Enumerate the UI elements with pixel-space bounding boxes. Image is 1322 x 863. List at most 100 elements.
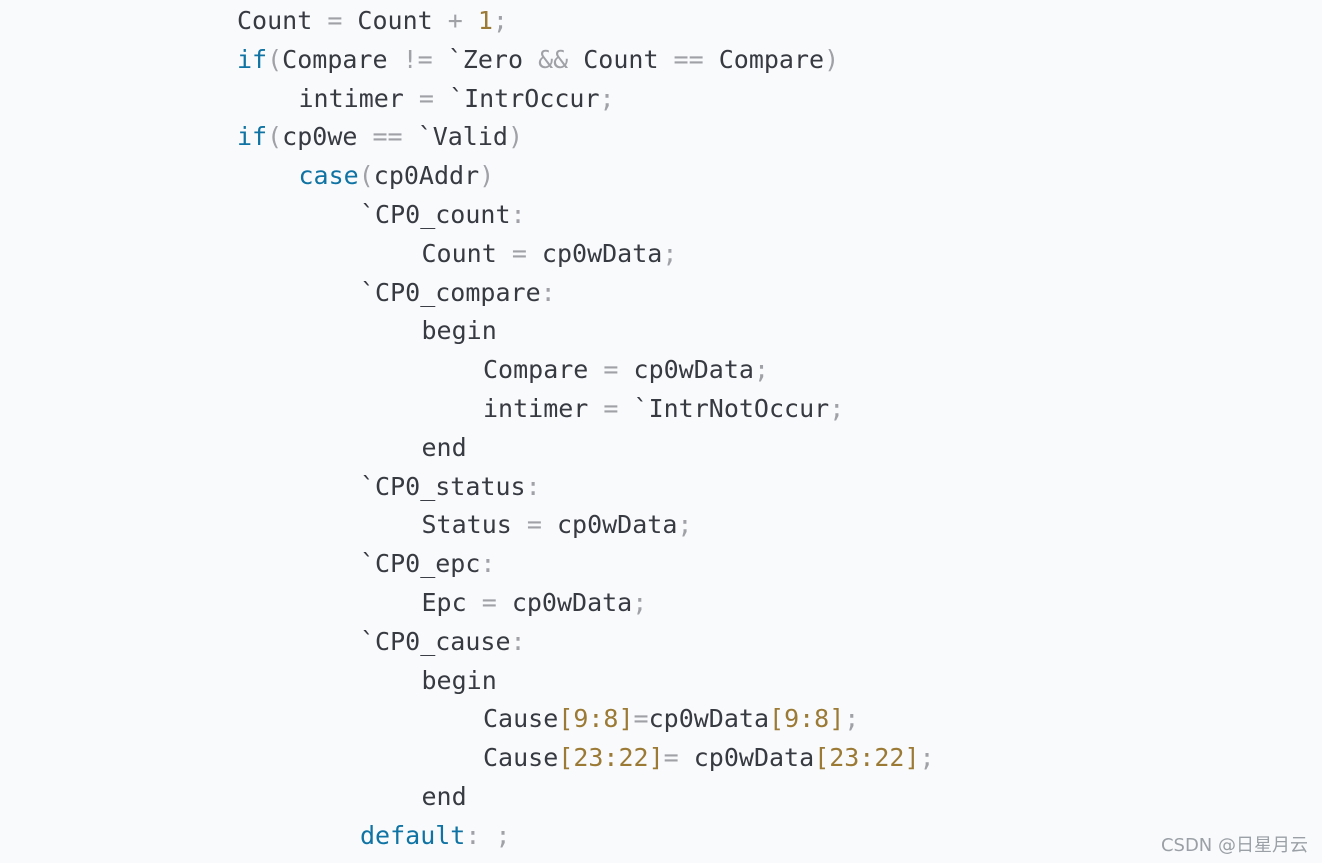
code-token: begin [421, 665, 497, 695]
code-line: default: ; [360, 817, 511, 856]
code-line: intimer = `IntrOccur; [299, 80, 615, 119]
code-line: Cause[9:8]=cp0wData[9:8]; [483, 700, 859, 739]
code-token: ; [829, 394, 845, 423]
code-line: if(Compare != `Zero && Count == Compare) [237, 41, 839, 80]
code-token: = [312, 6, 358, 35]
code-token: `CP0_epc [360, 549, 481, 579]
code-token: [23:22] [558, 743, 664, 773]
code-token: ; [844, 704, 860, 734]
watermark: CSDN @日星月云 [1160, 835, 1308, 856]
code-token: = [588, 355, 634, 385]
code-token: == [658, 44, 719, 74]
code-line: if(cp0we == `Valid) [237, 118, 523, 157]
code-token: Compare [282, 44, 388, 74]
code-token: `CP0_compare [360, 277, 541, 307]
code-token: cp0wData [633, 355, 754, 385]
code-token: [23:22] [814, 743, 920, 773]
code-line: end [422, 429, 467, 468]
code-token: = [466, 588, 512, 617]
code-token: ) [507, 122, 524, 152]
code-token: == [357, 122, 418, 152]
code-token: && [523, 44, 584, 74]
code-token: ( [267, 122, 283, 152]
code-token: Count [421, 238, 497, 268]
code-token: : [525, 471, 541, 501]
code-token: = [633, 704, 649, 734]
code-token: = [496, 238, 542, 268]
code-token: Cause [483, 743, 559, 773]
code-line: Count = Count + 1; [237, 2, 508, 41]
code-token: `IntrOccur [449, 83, 600, 113]
code-token: if [237, 44, 268, 74]
code-line: Status = cp0wData; [422, 506, 693, 545]
code-token: `CP0_status [360, 471, 526, 501]
code-token: case [298, 161, 359, 191]
code-token: cp0wData [511, 588, 633, 617]
code-token: intimer [298, 83, 404, 113]
code-line: Count = cp0wData; [422, 235, 678, 274]
code-token: cp0Addr [373, 161, 480, 191]
code-line: end [422, 778, 467, 817]
code-token: = [663, 743, 694, 773]
code-line: case(cp0Addr) [299, 157, 495, 196]
code-line: begin [422, 662, 497, 701]
code-token: : [540, 277, 556, 307]
code-token: ( [358, 161, 374, 191]
code-line: Epc = cp0wData; [422, 584, 648, 623]
code-token: Cause [483, 704, 559, 734]
code-token: `IntrNotOccur [633, 394, 830, 423]
code-token: ; [677, 510, 693, 540]
code-line: `CP0_count: [360, 196, 526, 235]
code-line: `CP0_cause: [360, 623, 526, 662]
code-token: intimer [483, 394, 589, 423]
code-token: : [510, 200, 526, 229]
code-line: Compare = cp0wData; [483, 351, 769, 390]
code-token: ; [753, 355, 769, 385]
code-token: cp0wData [556, 510, 678, 540]
code-token: ( [267, 44, 283, 74]
code-token: Compare [483, 355, 589, 385]
code-token: Count [583, 44, 659, 74]
code-token: [9:8] [558, 704, 634, 734]
code-token: `Valid [417, 122, 508, 152]
code-token: end [421, 432, 467, 462]
code-token: : [480, 549, 496, 579]
code-line: `CP0_compare: [360, 274, 556, 313]
code-token: ) [479, 161, 495, 191]
code-token: cp0we [282, 122, 358, 152]
code-token: begin [421, 316, 497, 346]
code-token: Status [421, 510, 512, 540]
code-token: [9:8] [769, 704, 845, 734]
code-token: cp0wData [693, 743, 815, 773]
code-token: `Zero [447, 44, 524, 74]
code-token: ; [662, 238, 678, 268]
code-token: Count [237, 6, 313, 35]
code-token: : [510, 626, 526, 656]
code-token: = [403, 83, 450, 113]
code-token: cp0wData [648, 704, 770, 734]
code-token: Epc [421, 588, 467, 617]
code-token: `CP0_count [360, 200, 511, 229]
code-token: cp0wData [541, 238, 663, 268]
code-token: Count [357, 6, 433, 35]
code-token: ; [919, 743, 935, 773]
code-token: ; [599, 83, 615, 113]
code-line: `CP0_status: [360, 468, 541, 507]
code-line: intimer = `IntrNotOccur; [483, 390, 844, 429]
code-line: `CP0_epc: [360, 545, 495, 584]
code-token: end [421, 782, 467, 811]
code-token: + [432, 6, 478, 35]
code-token: ) [824, 44, 840, 74]
code-token: = [511, 510, 557, 540]
code-token: 1 [477, 6, 493, 35]
code-token: : ; [465, 820, 511, 850]
code-token: `CP0_cause [360, 626, 511, 656]
code-token: ; [632, 588, 648, 617]
code-token: != [387, 44, 448, 74]
code-token: default [360, 820, 466, 850]
code-token: Compare [718, 44, 825, 74]
code-line: Cause[23:22]= cp0wData[23:22]; [483, 739, 935, 778]
code-token: = [588, 394, 634, 423]
code-line: begin [422, 312, 497, 351]
